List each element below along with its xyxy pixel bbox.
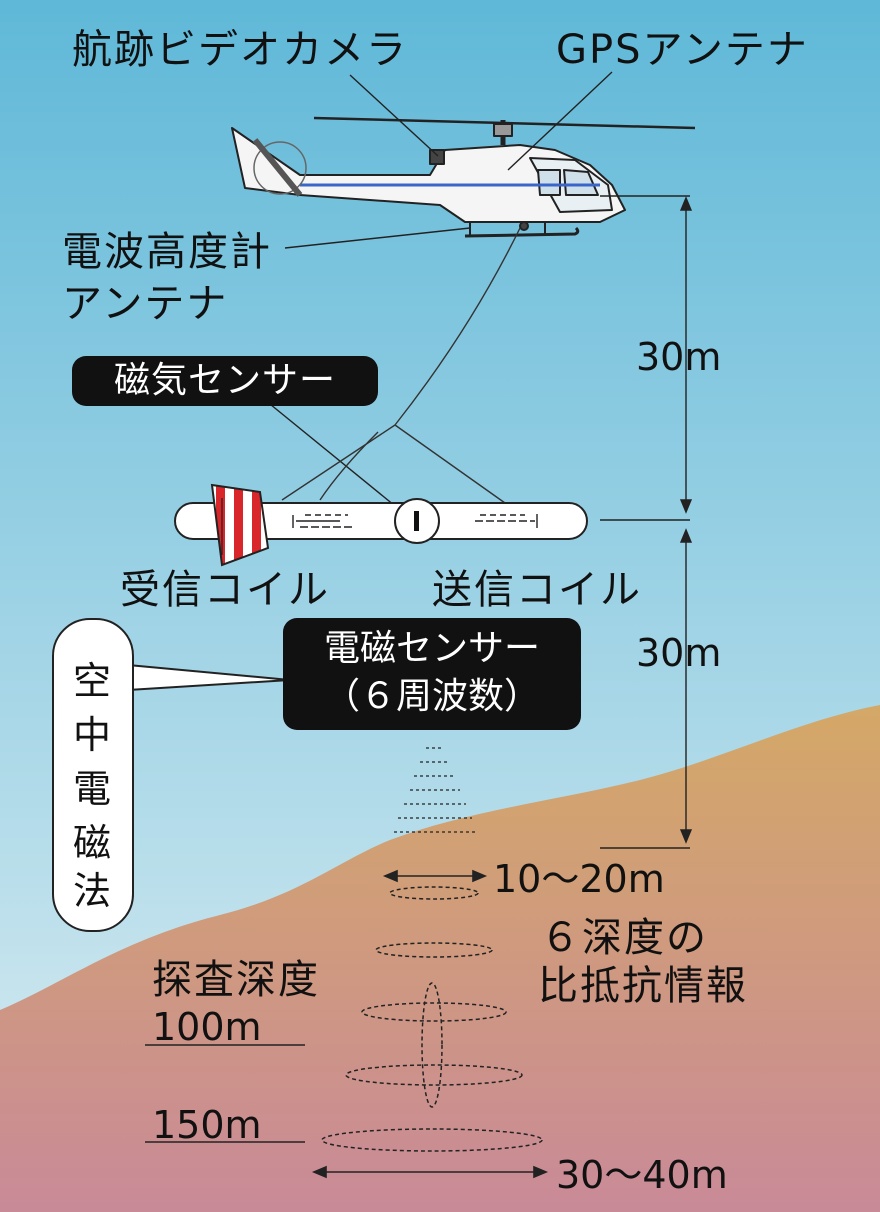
depth-markers (145, 1044, 305, 1143)
depth-150-label: 150m (152, 1103, 262, 1147)
method-char: 空 (73, 659, 112, 703)
footprint-arrows (311, 869, 549, 1179)
method-char: 電 (73, 767, 112, 811)
radar-altimeter-label-line2: アンテナ (62, 281, 229, 327)
method-char: 中 (73, 713, 112, 757)
footprint-large-label: 30～40m (556, 1153, 728, 1197)
em-sensor-box: 電磁センサー （６周波数） (283, 618, 581, 730)
footprint-small-label: 10～20m (493, 857, 665, 901)
magnetic-sensor-label: 磁気センサー (113, 360, 336, 401)
resistivity-label-line1: ６深度の (540, 915, 708, 961)
bird-to-ground-distance: 30m (636, 631, 722, 675)
method-char: 磁 (73, 821, 112, 865)
transmit-coil-label: 送信コイル (432, 567, 642, 613)
depth-title: 探査深度 (152, 957, 320, 1003)
receive-coil-label: 受信コイル (120, 567, 330, 613)
magnetic-sensor-box: 磁気センサー (72, 356, 378, 406)
depth-ellipses (321, 886, 543, 1152)
signal-waves (394, 747, 476, 833)
leader-lines (264, 71, 613, 511)
track-camera-label: 航跡ビデオカメラ (72, 27, 408, 73)
method-callout: 空 中 電 磁 法 (52, 618, 134, 932)
em-sensor-label-line1: 電磁センサー (323, 628, 540, 669)
radar-altimeter-label-line1: 電波高度計 (62, 229, 272, 275)
depth-100-label: 100m (152, 1005, 262, 1049)
em-bird (174, 483, 588, 567)
ground-terrain (0, 705, 880, 1212)
em-sensor-label-line2: （６周波数） (323, 676, 540, 717)
heli-to-bird-distance: 30m (636, 335, 722, 379)
resistivity-label-line2: 比抵抗情報 (538, 963, 748, 1009)
tow-cable (281, 227, 521, 504)
gps-antenna-label: GPSアンテナ (556, 27, 809, 73)
dimension-guides (600, 195, 693, 849)
method-char: 法 (73, 869, 112, 913)
